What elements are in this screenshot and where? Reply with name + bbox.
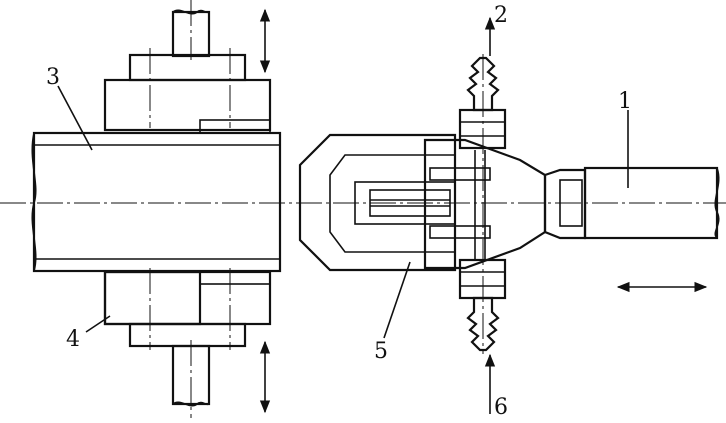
upper-clamp-block [103,0,272,134]
callout-6: 6 [494,395,508,420]
callout-5: 5 [374,339,388,364]
callout-1: 1 [618,89,632,114]
lower-clamp-block [103,268,272,418]
leader-lines [57,85,629,339]
actuator-rod [543,166,720,293]
callout-3: 3 [46,65,60,90]
valve-body [423,54,547,354]
callout-2: 2 [494,3,508,28]
callout-4: 4 [66,327,80,352]
tube-workpiece [31,131,282,273]
sealing-head [298,133,457,272]
